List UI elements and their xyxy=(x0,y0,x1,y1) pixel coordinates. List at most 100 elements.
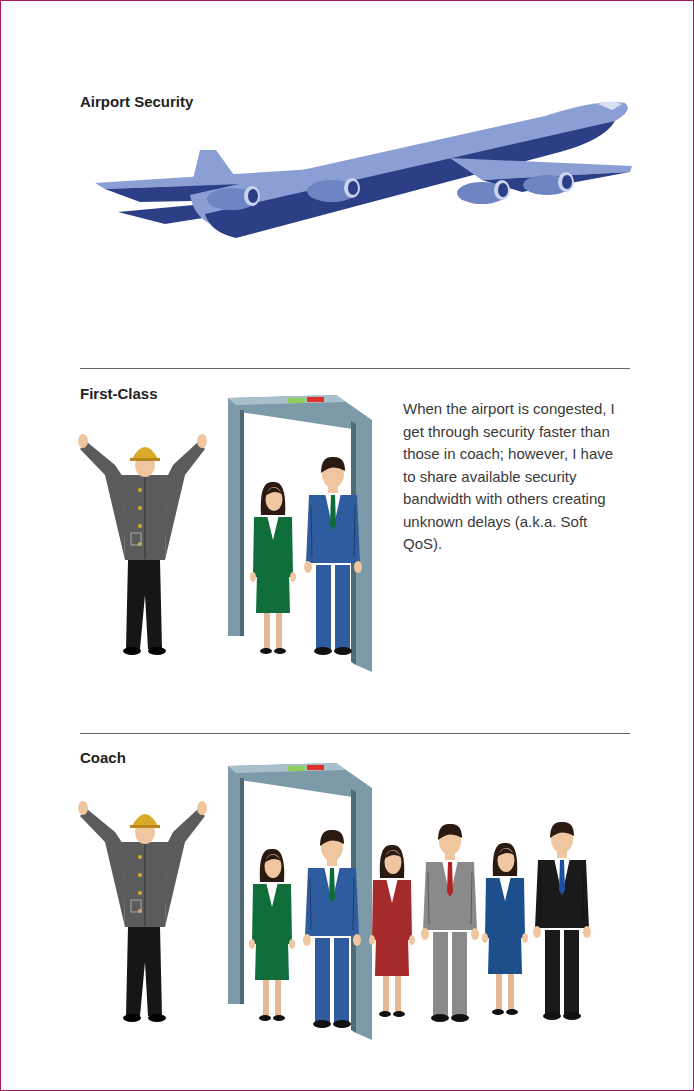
shoe xyxy=(273,1015,285,1021)
blouse xyxy=(267,515,279,540)
shirt xyxy=(442,860,458,897)
arm xyxy=(80,809,125,927)
hand xyxy=(78,434,88,448)
arm-line xyxy=(310,878,311,930)
shoe xyxy=(260,648,272,654)
hand xyxy=(353,934,361,946)
engine xyxy=(457,180,510,204)
skirt xyxy=(256,575,290,613)
leg xyxy=(508,971,514,1011)
hand xyxy=(78,801,88,815)
arm-line xyxy=(471,872,472,924)
leg xyxy=(275,977,281,1017)
hand xyxy=(303,934,311,946)
woman xyxy=(369,845,415,1017)
man xyxy=(303,830,361,1028)
engine-body xyxy=(307,180,357,202)
trouser-leg xyxy=(452,932,467,1016)
leg xyxy=(496,971,502,1011)
shoe xyxy=(148,1014,166,1022)
gate-top-face xyxy=(228,395,346,405)
button xyxy=(138,855,142,859)
engine-intake xyxy=(348,181,358,195)
engine xyxy=(307,178,360,202)
engine-intake xyxy=(562,175,572,189)
helmet-brim xyxy=(130,458,160,461)
hand xyxy=(354,561,362,573)
gate-top xyxy=(228,395,372,432)
shoe xyxy=(259,1015,271,1021)
shirt xyxy=(325,493,341,530)
gate-pillar xyxy=(356,792,372,1040)
airplane xyxy=(95,102,632,239)
fuselage-underside xyxy=(205,121,615,238)
hair xyxy=(321,457,345,473)
hair xyxy=(380,845,405,878)
gate-pillar-side xyxy=(240,778,244,1004)
shoe xyxy=(148,647,166,655)
hand xyxy=(289,939,295,949)
shoe xyxy=(393,1011,405,1017)
shoe xyxy=(313,1020,331,1028)
engine xyxy=(207,186,260,210)
tie xyxy=(447,862,453,897)
jacket xyxy=(306,495,360,563)
engine-rim xyxy=(244,186,260,206)
gate-pillar-side xyxy=(240,410,244,636)
hair xyxy=(260,849,285,882)
security-officer xyxy=(78,434,207,655)
woman xyxy=(482,843,528,1015)
metal-detector xyxy=(228,395,372,672)
trouser-leg xyxy=(335,565,350,649)
arm-line xyxy=(540,870,541,922)
jacket xyxy=(305,868,359,936)
blouse xyxy=(499,876,511,901)
hand xyxy=(533,926,541,938)
cockpit-window xyxy=(598,102,622,111)
leg xyxy=(395,973,401,1013)
trouser-leg xyxy=(564,930,579,1014)
hand xyxy=(197,434,207,448)
leg xyxy=(383,973,389,1013)
engine-intake xyxy=(248,189,258,203)
shirt xyxy=(554,858,570,895)
jacket xyxy=(535,860,589,928)
gate-top xyxy=(228,763,372,800)
hand xyxy=(482,933,488,943)
uniform-seam xyxy=(145,844,146,926)
section-heading: Coach xyxy=(80,749,126,767)
section-heading: First-Class xyxy=(80,385,158,403)
skirt xyxy=(488,936,522,974)
blouse xyxy=(386,878,398,903)
hand xyxy=(250,572,256,582)
hair xyxy=(438,824,462,840)
green-light xyxy=(288,766,305,771)
hair-fringe xyxy=(496,848,515,858)
blouse xyxy=(266,882,278,907)
engine-body xyxy=(523,175,571,195)
jacket xyxy=(423,862,477,930)
trouser-leg xyxy=(545,930,560,1014)
button xyxy=(138,873,142,877)
man xyxy=(421,824,479,1022)
trouser-leg xyxy=(315,938,330,1022)
arm-line xyxy=(583,870,584,922)
pocket xyxy=(131,533,141,545)
shoe xyxy=(123,1014,141,1022)
man xyxy=(533,822,591,1020)
gate-top-face xyxy=(228,763,346,773)
shoe xyxy=(563,1012,581,1020)
helmet xyxy=(132,447,158,459)
hand xyxy=(249,939,255,949)
button xyxy=(138,488,142,492)
hand xyxy=(290,572,296,582)
red-light xyxy=(307,765,324,770)
pocket xyxy=(131,900,141,912)
shoe xyxy=(314,647,332,655)
hair-fringe xyxy=(263,854,282,864)
hand xyxy=(421,928,429,940)
hand xyxy=(304,561,312,573)
gate-pillar xyxy=(228,778,240,1004)
shoe xyxy=(334,647,352,655)
